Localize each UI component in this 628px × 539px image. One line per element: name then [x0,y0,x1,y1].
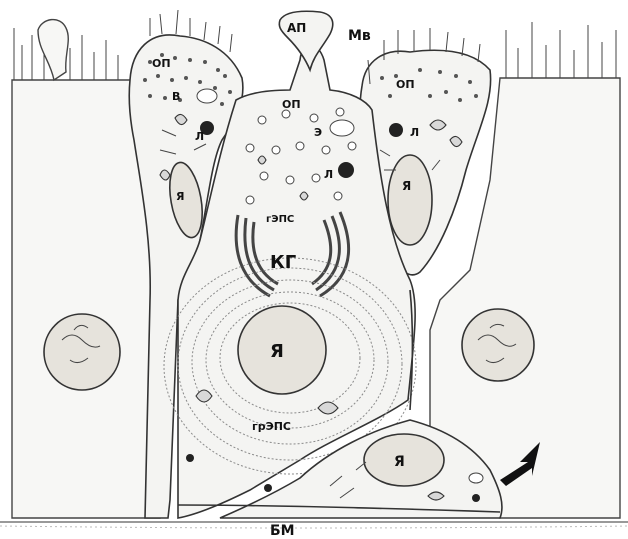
right-cell-nucleus [462,309,534,381]
label-ap: АП [287,21,306,35]
right-secretory-nucleus [388,155,432,245]
basement-membrane [0,522,628,528]
label-v: В [172,90,180,103]
label-ya-right: Я [402,179,411,193]
label-mv: Мв [348,28,371,44]
label-op-center: ОП [282,98,301,111]
label-op-left: ОП [152,57,171,70]
label-gaeps: гЭПС [266,214,294,225]
label-ya-bottom: Я [394,454,405,470]
label-greps: грЭПС [252,420,291,433]
label-op-right: ОП [396,78,415,91]
label-ya-center: Я [270,341,284,362]
label-l-center: Л [324,168,333,181]
label-l-right: Л [410,126,419,139]
label-kg: КГ [270,252,296,273]
label-e: Э [314,126,322,139]
label-bm: БМ [270,523,295,539]
label-ya-left: Я [176,190,184,203]
label-l-left: Л [195,130,204,143]
